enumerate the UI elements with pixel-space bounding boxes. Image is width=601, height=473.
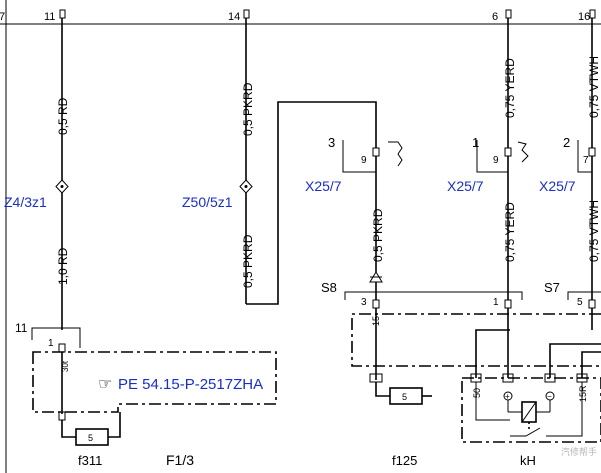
ruler-col-6: 6 — [492, 11, 498, 23]
wire-label-0-5-pkrd-upper: 0,5 PKRD — [241, 82, 255, 136]
relay-left-region: 11 1 30t 5 — [15, 321, 277, 446]
label-f1-3: F1/3 — [166, 452, 194, 468]
k11-label: 11 — [15, 321, 28, 335]
fuse-f125-value: 5 — [402, 392, 407, 402]
kh-pin-15r: 15R — [578, 385, 588, 402]
wire-label-0-75-yerd-upper: 0,75 YERD — [503, 58, 517, 118]
label-kh: kH — [520, 453, 536, 468]
wire-label-0-75-vtwh-lower: 0,75 VTWH — [587, 200, 601, 262]
label-f311: f311 — [78, 453, 102, 468]
kh-pin-plus: + — [505, 392, 510, 401]
watermark-logo: 汽修帮手 — [561, 446, 597, 458]
hand-pointer-icon: ☞ — [98, 374, 112, 393]
fuse-f311-value: 5 — [88, 433, 93, 443]
s7-pin-5: 5 — [577, 297, 583, 308]
pe-reference[interactable]: ☞ PE 54.15-P-2517ZHA — [98, 374, 263, 393]
wire-label-0-75-yerd-lower: 0,75 YERD — [503, 202, 517, 262]
splice-s8-label: S8 — [321, 280, 337, 295]
connector-x25-pin-3: 3 9 X25/7 0,5 PKRD — [305, 135, 403, 300]
wire-label-0-75-vtwh-upper: 0,75 VTWH — [587, 56, 601, 118]
relay-kh: 50 + − 15R — [461, 373, 601, 443]
label-f125: f125 — [392, 453, 417, 468]
kh-pin-minus: − — [547, 392, 552, 401]
wire-pkrd-left: 0,5 PKRD 0,5 PKRD Z50/5z1 — [182, 18, 377, 305]
wire-label-0-5-pkrd-lower: 0,5 PKRD — [241, 234, 255, 288]
pin-7-label: 7 — [583, 155, 589, 166]
pin-3-label: 3 — [328, 135, 335, 150]
wire-yerd: 0,75 YERD 1 9 X25/7 0,75 YERD — [447, 18, 529, 300]
wire-label-0-5-pkrd-x25: 0,5 PKRD — [371, 208, 385, 262]
wire-vtwh: 0,75 VTWH 2 7 X25/7 0,75 VTWH — [539, 18, 601, 300]
connector-x25-7-a: X25/7 — [305, 178, 342, 194]
ruler-col-11: 11 — [44, 11, 55, 23]
module-box-right: 15 — [351, 308, 601, 380]
wire-rd: 0,5 RD 1,0 RD Z4/3z1 — [4, 18, 70, 330]
connector-x25-7-c: X25/7 — [539, 178, 576, 194]
connector-z50-5z1: Z50/5z1 — [182, 194, 233, 210]
kh-pin-50: 50 — [472, 388, 482, 398]
pin-2-label: 2 — [563, 135, 570, 150]
wire-label-1-0-rd: 1,0 RD — [56, 247, 70, 285]
ruler-col-14: 14 — [228, 11, 240, 23]
connector-x25-7-b: X25/7 — [447, 178, 484, 194]
bottom-labels: f311 F1/3 f125 kH 汽修帮手 — [78, 446, 597, 468]
pe-reference-link[interactable]: PE 54.15-P-2517ZHA — [118, 376, 263, 393]
splice-s7-label: S7 — [544, 280, 560, 295]
splice-s8-s7: S8 S7 3 1 5 — [321, 280, 601, 309]
fuse-f125: 5 — [369, 373, 432, 405]
s8-pin-3: 3 — [361, 297, 367, 308]
wire-label-0-5-rd: 0,5 RD — [56, 97, 70, 135]
s8-pin-1: 1 — [493, 297, 499, 308]
ruler-col-16: 16 — [578, 11, 590, 23]
pin-1-label: 1 — [472, 135, 479, 150]
ruler-col-7: 7 — [0, 11, 5, 23]
pin-9-label: 9 — [361, 155, 367, 166]
k30t-label: 30t — [61, 360, 70, 372]
pin-15-label: 15 — [371, 316, 381, 326]
pin-9b-label: 9 — [493, 155, 499, 166]
connector-z4-3z1: Z4/3z1 — [4, 194, 47, 210]
k1-label: 1 — [48, 338, 54, 349]
